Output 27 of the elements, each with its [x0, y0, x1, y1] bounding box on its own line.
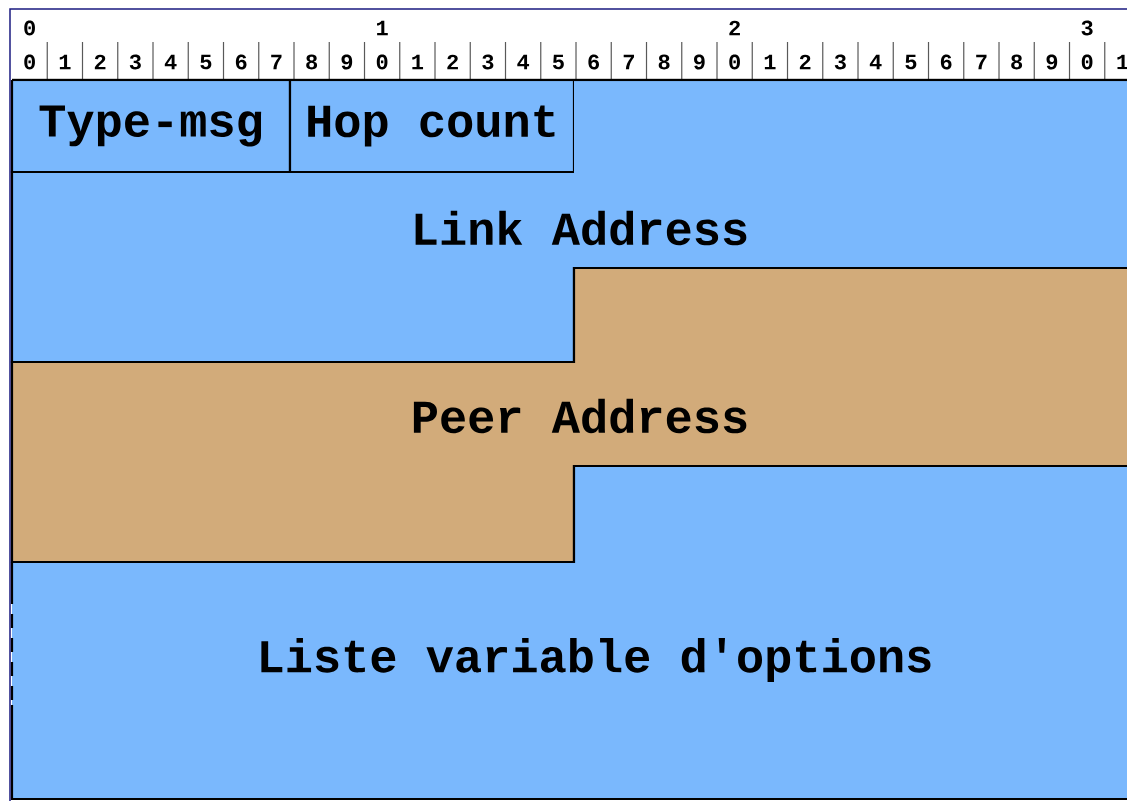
bit-number: 1: [412, 54, 424, 70]
field-band: Peer Address: [10, 266, 1127, 564]
byte-number: 3: [1081, 20, 1093, 36]
bit-number: 7: [271, 54, 282, 70]
bit-number: 2: [447, 54, 458, 70]
bit-number: 7: [623, 54, 634, 70]
field-box: Hop count: [288, 78, 576, 174]
byte-number: 1: [377, 20, 388, 36]
node-label: Hop count: [308, 105, 555, 147]
bit-number: 4: [164, 54, 177, 70]
bit-number: 0: [376, 54, 388, 70]
byte-number: 0: [24, 20, 35, 36]
bit-number: 5: [200, 54, 212, 70]
bit-number: 3: [482, 54, 494, 70]
bit-number: 8: [306, 54, 318, 70]
bit-number: 4: [517, 54, 530, 70]
field-area: Liste variable d'options: [10, 464, 1127, 801]
byte-number: 2: [729, 20, 740, 36]
bit-number: 3: [129, 54, 141, 70]
bit-number: 2: [94, 54, 106, 70]
field-box: Type-msg: [10, 78, 292, 174]
bit-number: 5: [552, 54, 564, 70]
bit-number: 9: [341, 54, 353, 70]
bit-number: 6: [588, 54, 599, 70]
bit-number: 0: [24, 54, 35, 70]
bit-number: 6: [235, 54, 247, 70]
bit-number: 1: [59, 54, 71, 70]
